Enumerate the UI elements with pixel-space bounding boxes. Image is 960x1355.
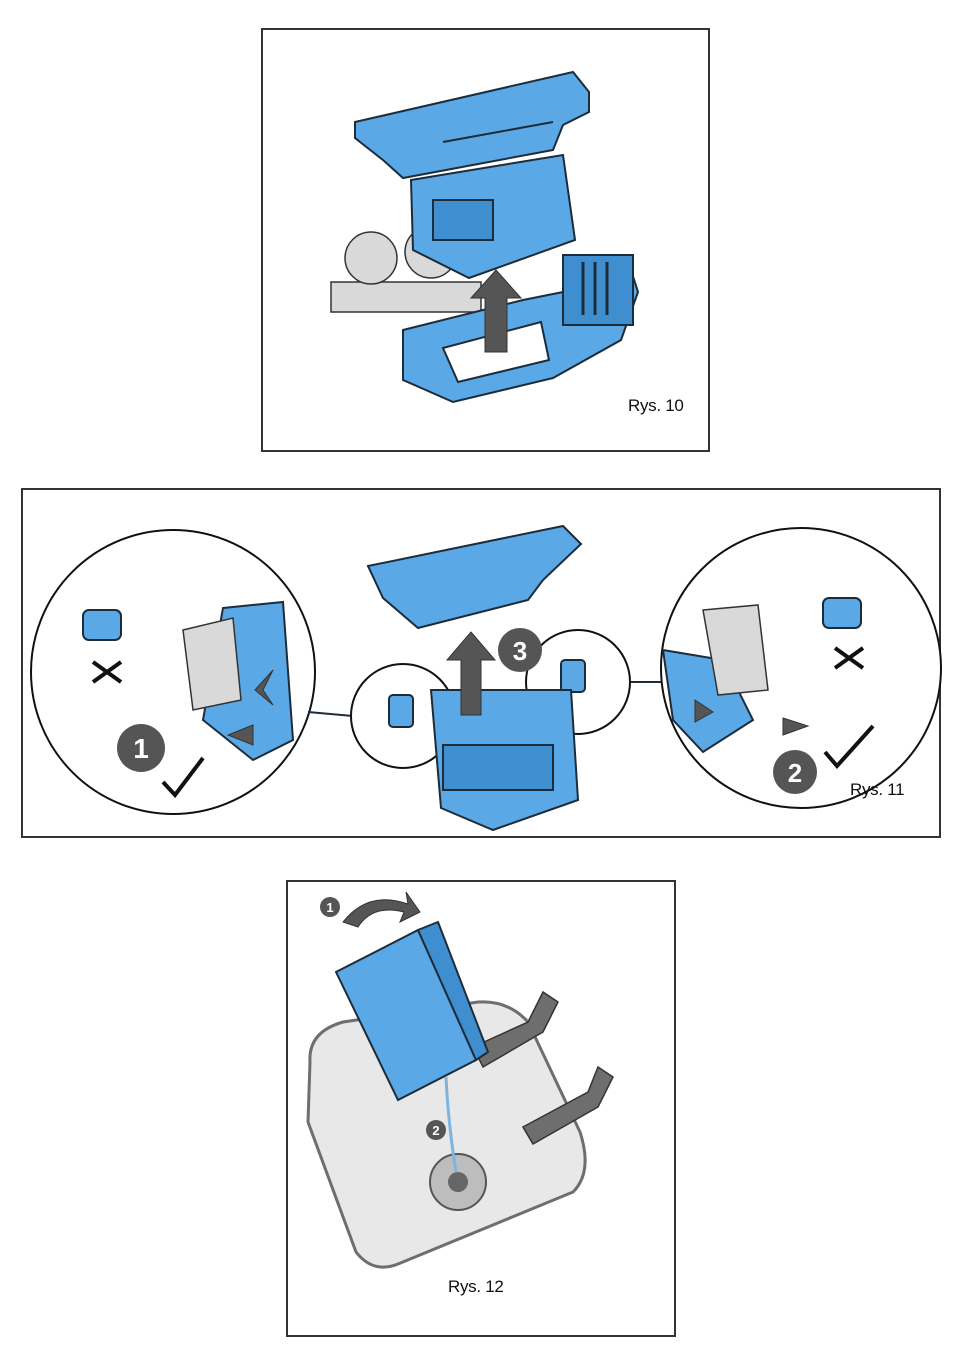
cap-left — [344, 231, 398, 285]
curved-arrow-icon — [342, 891, 421, 928]
clip-small-left — [388, 694, 414, 728]
arrow-up-icon — [445, 631, 497, 716]
check-icon — [823, 724, 875, 770]
filter-box-slot — [442, 744, 554, 791]
arrow-icon — [694, 699, 714, 723]
step-number: 1 — [326, 900, 333, 915]
filter-lid — [354, 70, 590, 180]
mounting-rail — [330, 281, 482, 313]
faucet-lower — [521, 1065, 614, 1146]
step-number: 2 — [788, 758, 802, 788]
detail-circle-right — [660, 527, 942, 809]
arrow-up-icon — [469, 269, 523, 353]
figure-caption: Rys. 12 — [448, 1277, 504, 1296]
figure-caption: Rys. 10 — [628, 396, 684, 415]
step-badge — [426, 1120, 446, 1140]
filter-lid — [366, 524, 583, 630]
arrow-icon — [226, 724, 254, 746]
figure-10: Rys. 10 — [261, 28, 710, 452]
clip-wrong-right — [822, 597, 862, 629]
figure-12: 1 2 Rys. 12 — [286, 880, 676, 1337]
check-icon — [161, 756, 205, 799]
clip-latch-left — [182, 617, 242, 711]
step-badge — [773, 750, 817, 794]
figure-11: 1 3 2 Rys. 11 — [21, 488, 942, 838]
arrow-icon — [782, 717, 810, 736]
step-badge — [320, 897, 340, 917]
step-number: 1 — [133, 733, 149, 764]
drain-center — [448, 1172, 468, 1192]
cross-icon — [91, 660, 123, 684]
figure-12-illustration: 1 2 — [306, 891, 614, 1269]
arrow-icon — [254, 669, 274, 706]
faucet-upper — [471, 990, 559, 1069]
clip-small-right — [560, 659, 586, 693]
connector — [307, 711, 354, 717]
figure-10-illustration — [330, 70, 640, 404]
step-badge — [117, 724, 165, 772]
tray-side-block — [562, 254, 634, 326]
clip-wrong-left — [82, 609, 122, 641]
lid-detail — [442, 121, 554, 143]
tray-grille — [581, 262, 609, 315]
sink-basin — [306, 1000, 587, 1269]
cross-icon — [833, 646, 865, 670]
step-badge — [498, 628, 542, 672]
step-number: 2 — [432, 1123, 439, 1138]
filter-box-side — [416, 920, 490, 1062]
water-stream — [444, 1076, 458, 1173]
clip-latch-right — [702, 604, 769, 696]
figure-11-illustration: 1 3 2 — [30, 524, 942, 832]
figure-caption: Rys. 11 — [850, 780, 905, 799]
filter-box-slot — [432, 199, 494, 241]
step-number: 3 — [513, 636, 527, 666]
